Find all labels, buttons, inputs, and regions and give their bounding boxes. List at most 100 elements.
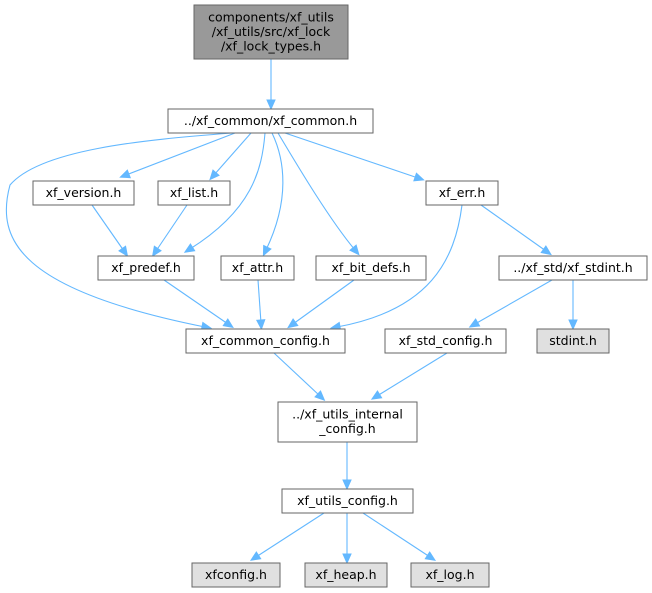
- edge-common_config-to-internal_config: [273, 352, 326, 401]
- edge-line: [163, 279, 229, 325]
- node-label: components/xf_utils: [208, 9, 334, 24]
- edge-line: [213, 132, 252, 176]
- node-box[interactable]: [410, 562, 490, 588]
- node-label: ../xf_common/xf_common.h: [184, 113, 357, 128]
- node-std-config[interactable]: xf_std_config.h: [384, 328, 507, 354]
- edge-line: [474, 279, 553, 325]
- node-box[interactable]: [157, 180, 231, 206]
- edge-arrowhead: [255, 319, 266, 331]
- node-internal-config[interactable]: ../xf_utils_internal_config.h: [277, 401, 418, 443]
- node-stdint[interactable]: stdint.h: [536, 328, 610, 354]
- edge-line: [273, 352, 321, 397]
- node-box[interactable]: [97, 255, 195, 281]
- node-utils-config[interactable]: xf_utils_config.h: [281, 488, 414, 514]
- node-predef[interactable]: xf_predef.h: [97, 255, 195, 281]
- node-version[interactable]: xf_version.h: [32, 180, 135, 206]
- edge-common-to-version: [119, 132, 236, 179]
- node-bitdefs[interactable]: xf_bit_defs.h: [315, 255, 427, 281]
- node-box[interactable]: [304, 562, 388, 588]
- edge-list-to-predef: [151, 204, 188, 257]
- edge-line: [284, 132, 419, 179]
- node-box[interactable]: [277, 401, 418, 443]
- edge-arrowhead: [540, 245, 552, 256]
- node-root[interactable]: components/xf_utils/xf_utils/src/xf_lock…: [193, 4, 349, 60]
- edges-layer: [5, 59, 578, 565]
- node-common-config[interactable]: xf_common_config.h: [185, 328, 346, 354]
- node-box[interactable]: [220, 255, 295, 281]
- edge-common-to-attr: [262, 132, 284, 257]
- edge-common-to-err: [284, 132, 425, 182]
- edge-predef-to-common_config: [163, 279, 234, 329]
- node-box[interactable]: [384, 328, 507, 354]
- edge-stdint_wrap-to-stdint: [568, 280, 578, 331]
- node-box[interactable]: [536, 328, 610, 354]
- edge-line: [277, 132, 356, 251]
- edge-line: [362, 512, 431, 558]
- edge-line: [91, 204, 125, 252]
- node-box[interactable]: [32, 180, 135, 206]
- node-label: ../xf_std/xf_stdint.h: [513, 260, 632, 275]
- edge-arrowhead: [151, 245, 162, 257]
- edge-arrowhead: [287, 318, 299, 329]
- edge-arrowhead: [314, 390, 326, 401]
- edge-common-to-predef: [183, 132, 266, 253]
- edge-arrowhead: [249, 551, 262, 561]
- edge-arrowhead: [222, 318, 234, 329]
- node-xfconfig[interactable]: xfconfig.h: [191, 562, 281, 588]
- edge-std_config-to-internal_config: [370, 352, 448, 400]
- edge-arrowhead: [262, 244, 272, 257]
- edge-line: [125, 132, 236, 176]
- edge-bitdefs-to-common_config: [287, 279, 355, 329]
- node-box[interactable]: [315, 255, 427, 281]
- edge-common-to-list: [209, 132, 252, 181]
- edge-arrowhead: [468, 318, 481, 328]
- node-box[interactable]: [167, 108, 374, 134]
- node-label: xf_log.h: [426, 567, 475, 582]
- edge-arrowhead: [413, 172, 425, 182]
- node-box[interactable]: [498, 255, 648, 281]
- node-label: xf_attr.h: [232, 260, 283, 275]
- node-label: /xf_utils/src/xf_lock: [212, 24, 331, 39]
- node-heap[interactable]: xf_heap.h: [304, 562, 388, 588]
- edge-common-to-common_config: [5, 132, 233, 331]
- edge-line: [257, 279, 262, 324]
- edge-line: [189, 132, 266, 250]
- edge-err-to-stdint_wrap: [480, 204, 552, 256]
- node-box[interactable]: [185, 328, 346, 354]
- edge-line: [5, 132, 233, 328]
- edge-line: [255, 512, 325, 558]
- edge-arrowhead: [342, 553, 352, 565]
- edge-common-to-bitdefs: [277, 132, 360, 256]
- node-box[interactable]: [193, 4, 349, 60]
- edge-attr-to-common_config: [255, 279, 266, 331]
- edge-line: [292, 279, 355, 325]
- node-box[interactable]: [425, 180, 499, 206]
- edge-utils_config-to-log: [362, 512, 437, 561]
- edge-version-to-predef: [91, 204, 129, 257]
- node-box[interactable]: [281, 488, 414, 514]
- edge-line: [336, 204, 463, 328]
- node-label: xf_std_config.h: [399, 333, 493, 348]
- edge-line: [155, 204, 188, 252]
- node-label: xf_common_config.h: [201, 333, 330, 348]
- edge-arrowhead: [349, 244, 360, 256]
- node-err[interactable]: xf_err.h: [425, 180, 499, 206]
- edge-arrowhead: [118, 245, 129, 257]
- edge-internal_config-to-utils_config: [342, 442, 352, 491]
- node-stdint-wrap[interactable]: ../xf_std/xf_stdint.h: [498, 255, 648, 281]
- node-attr[interactable]: xf_attr.h: [220, 255, 295, 281]
- node-label: xf_predef.h: [111, 260, 181, 275]
- node-label: stdint.h: [549, 333, 597, 348]
- edge-utils_config-to-xfconfig: [249, 512, 325, 561]
- edge-arrowhead: [119, 169, 131, 179]
- node-log[interactable]: xf_log.h: [410, 562, 490, 588]
- edge-root-to-common: [266, 59, 276, 111]
- node-common[interactable]: ../xf_common/xf_common.h: [167, 108, 374, 134]
- edge-arrowhead: [424, 551, 437, 561]
- node-label: _config.h: [318, 421, 375, 436]
- node-label: xf_bit_defs.h: [331, 260, 410, 275]
- node-list[interactable]: xf_list.h: [157, 180, 231, 206]
- node-box[interactable]: [191, 562, 281, 588]
- edge-line: [376, 352, 448, 397]
